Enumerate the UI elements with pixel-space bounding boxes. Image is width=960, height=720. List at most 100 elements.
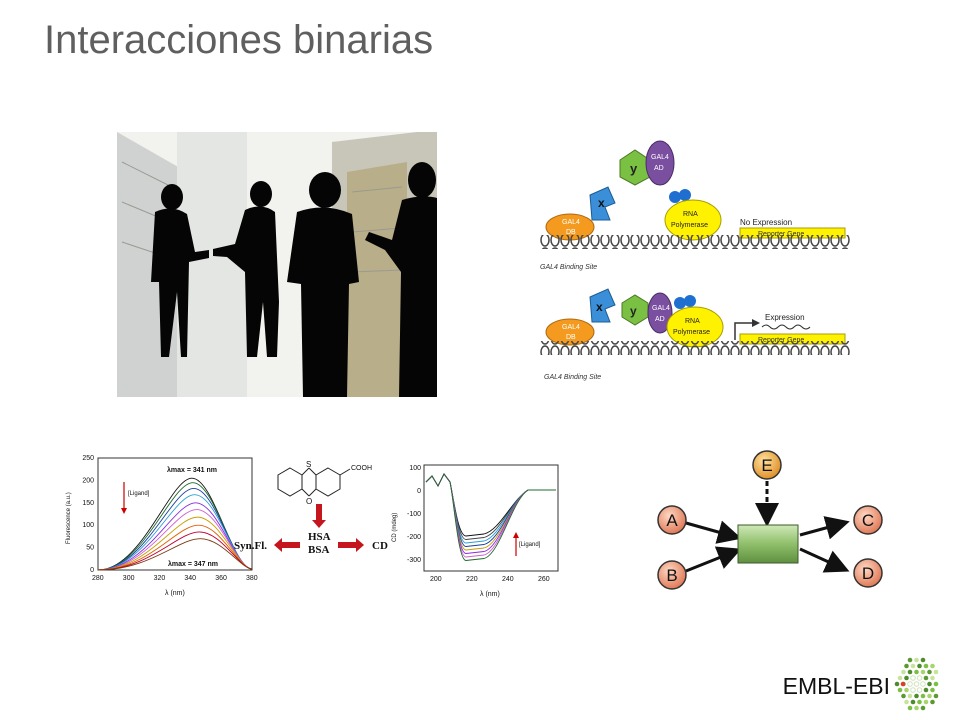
fluorescence-x-tick: 320 — [154, 575, 166, 582]
binding-site-label: GAL4 Binding Site — [540, 264, 597, 271]
logo-dot — [910, 663, 916, 669]
cd-curve — [425, 473, 556, 561]
fluorescence-curve — [97, 524, 253, 571]
logo-dot — [933, 693, 939, 699]
db-label-2: DB — [566, 334, 576, 341]
network-node-label: C — [862, 511, 874, 530]
right-arrow-icon — [356, 538, 364, 552]
logo-dot — [904, 699, 909, 705]
logo-dot — [920, 693, 926, 699]
expression-label: Expression — [765, 313, 805, 322]
db-label: DB — [566, 229, 576, 236]
logo-dot — [897, 687, 903, 693]
fluorescence-y-tick: 150 — [82, 500, 94, 507]
logo-dot — [916, 687, 923, 693]
hsa-label: HSA — [308, 531, 331, 543]
logo-dot — [933, 669, 939, 675]
ad-label-2: AD — [655, 316, 665, 323]
logo-dot — [907, 669, 913, 675]
fluorescence-xlabel: λ (nm) — [165, 590, 185, 597]
logo-dot — [930, 687, 935, 693]
cd-x-tick: 240 — [502, 576, 514, 583]
network-node-d — [853, 558, 883, 588]
fluorescence-x-tick: 360 — [215, 575, 227, 582]
rna-label: RNA — [683, 211, 698, 218]
reporter-gene-label-2: Reporter Gene — [758, 337, 804, 344]
prey-y-label-2: y — [630, 304, 637, 318]
cd-y-tick: -100 — [407, 511, 421, 518]
logo-dot — [914, 693, 919, 699]
binding-site-label-2: GAL4 Binding Site — [544, 374, 601, 381]
logo-dot-red — [900, 681, 906, 687]
network-node-b — [657, 560, 687, 590]
fluorescence-x-tick: 300 — [123, 575, 135, 582]
expression-panel: x y GAL4 AD GAL4 DB RNA Polymerase Expre… — [540, 288, 850, 381]
cd-curve — [425, 473, 556, 540]
fluorescence-y-tick: 0 — [90, 567, 94, 574]
fluorescence-y-tick: 200 — [82, 477, 94, 484]
network-node-label: E — [761, 456, 772, 475]
cd-y-tick: 0 — [417, 488, 421, 495]
network-node-e — [752, 450, 782, 480]
fluorescence-curve — [97, 538, 253, 571]
logo-dot — [920, 669, 926, 675]
cd-ylabel: CD (mdeg) — [392, 513, 398, 542]
logo-dot — [920, 657, 926, 663]
network-node-label: D — [862, 564, 874, 583]
cd-y-tick: -200 — [407, 534, 421, 541]
logo-dot — [923, 675, 929, 681]
rna-label-2: RNA — [685, 318, 700, 325]
logo-dot — [930, 675, 935, 681]
logo-dot — [916, 675, 923, 681]
logo-dot — [904, 663, 909, 669]
cd-curve — [425, 473, 556, 551]
slide-title: Interacciones binarias — [44, 18, 434, 62]
sulfur-atom-label: S — [306, 460, 311, 469]
logo-dot — [904, 687, 909, 693]
dna-strand-bottom — [540, 341, 850, 355]
logo-dot — [904, 675, 909, 681]
fluorescence-curve — [97, 531, 253, 571]
logo-dot — [907, 657, 913, 663]
cd-ligand-label: [Ligand] — [519, 542, 541, 548]
logo-dot — [910, 687, 916, 693]
fluorescence-curve — [97, 509, 253, 571]
yeast-two-hybrid-diagram: y GAL4 AD x GAL4 DB RNA Polymerase No Ex… — [540, 140, 850, 381]
network-node-label: A — [666, 511, 678, 530]
logo-dot — [923, 699, 929, 705]
polymerase-label-2: Polymerase — [673, 329, 710, 336]
cd-x-tick: 220 — [466, 576, 478, 583]
bait-x-label-2: x — [596, 300, 603, 314]
cd-x-tick: 260 — [538, 576, 550, 583]
logo-dot — [907, 681, 913, 687]
polymerase-label: Polymerase — [671, 222, 708, 229]
network-node-a — [657, 505, 687, 535]
fluorescence-curve — [97, 482, 253, 571]
binding-scheme: S O COOH HSA BSA Syn.Fl. CD — [234, 460, 388, 556]
no-expression-panel: y GAL4 AD x GAL4 DB RNA Polymerase No Ex… — [540, 140, 850, 271]
prey-y-label: y — [630, 161, 638, 176]
logo-dot — [894, 681, 900, 687]
logo-dot — [933, 681, 939, 687]
fluorescence-y-tick: 100 — [82, 522, 94, 529]
fluorescence-spectrum-chart: Fluorescence (a.u.) λ (nm) λmax = 341 nm… — [66, 455, 258, 597]
logo-dot — [927, 681, 932, 687]
fluorescence-curve — [97, 494, 253, 571]
fluorescence-x-tick: 280 — [92, 575, 104, 582]
ad-label: AD — [654, 165, 664, 172]
cd-label: CD — [372, 540, 388, 552]
fluorescence-ligand-label: [Ligand] — [128, 491, 150, 497]
dna-strand-top — [540, 235, 850, 249]
logo-dot — [901, 693, 906, 699]
logo-dot — [917, 663, 922, 669]
gal4-ad-label-2: GAL4 — [652, 305, 670, 312]
logo-dot — [930, 699, 935, 705]
bsa-label: BSA — [308, 544, 329, 556]
logo-dot — [930, 663, 935, 669]
logo-dot — [914, 657, 919, 663]
cd-y-tick: 100 — [409, 465, 421, 472]
oxygen-atom-label: O — [306, 497, 312, 506]
logo-dot — [923, 687, 929, 693]
network-node-c — [853, 505, 883, 535]
